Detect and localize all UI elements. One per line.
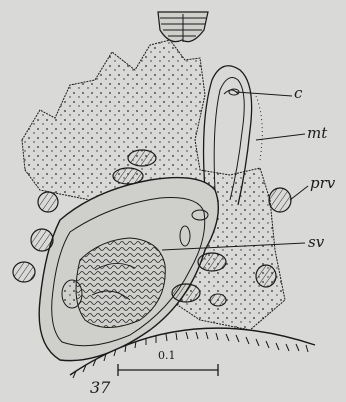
top-striated-fragment	[158, 12, 208, 42]
label-mt: mt	[307, 126, 327, 141]
label-prv: prv	[310, 176, 335, 191]
label-c: c	[294, 86, 302, 101]
figure-number: 37	[90, 380, 110, 396]
scale-bar-label: 0.1	[158, 350, 176, 361]
label-sv: sv	[308, 235, 324, 250]
